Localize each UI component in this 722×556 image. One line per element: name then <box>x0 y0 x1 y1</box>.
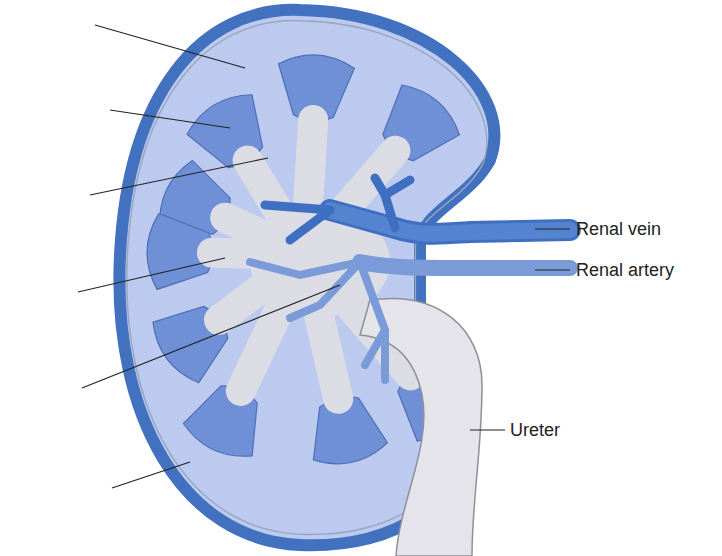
calyx <box>305 151 395 255</box>
part-label: Renal vein <box>576 220 661 238</box>
part-label: Ureter <box>510 421 560 439</box>
renal-vessels <box>250 178 570 380</box>
part-label: Renal artery <box>576 261 674 279</box>
leader-lines <box>78 25 570 488</box>
